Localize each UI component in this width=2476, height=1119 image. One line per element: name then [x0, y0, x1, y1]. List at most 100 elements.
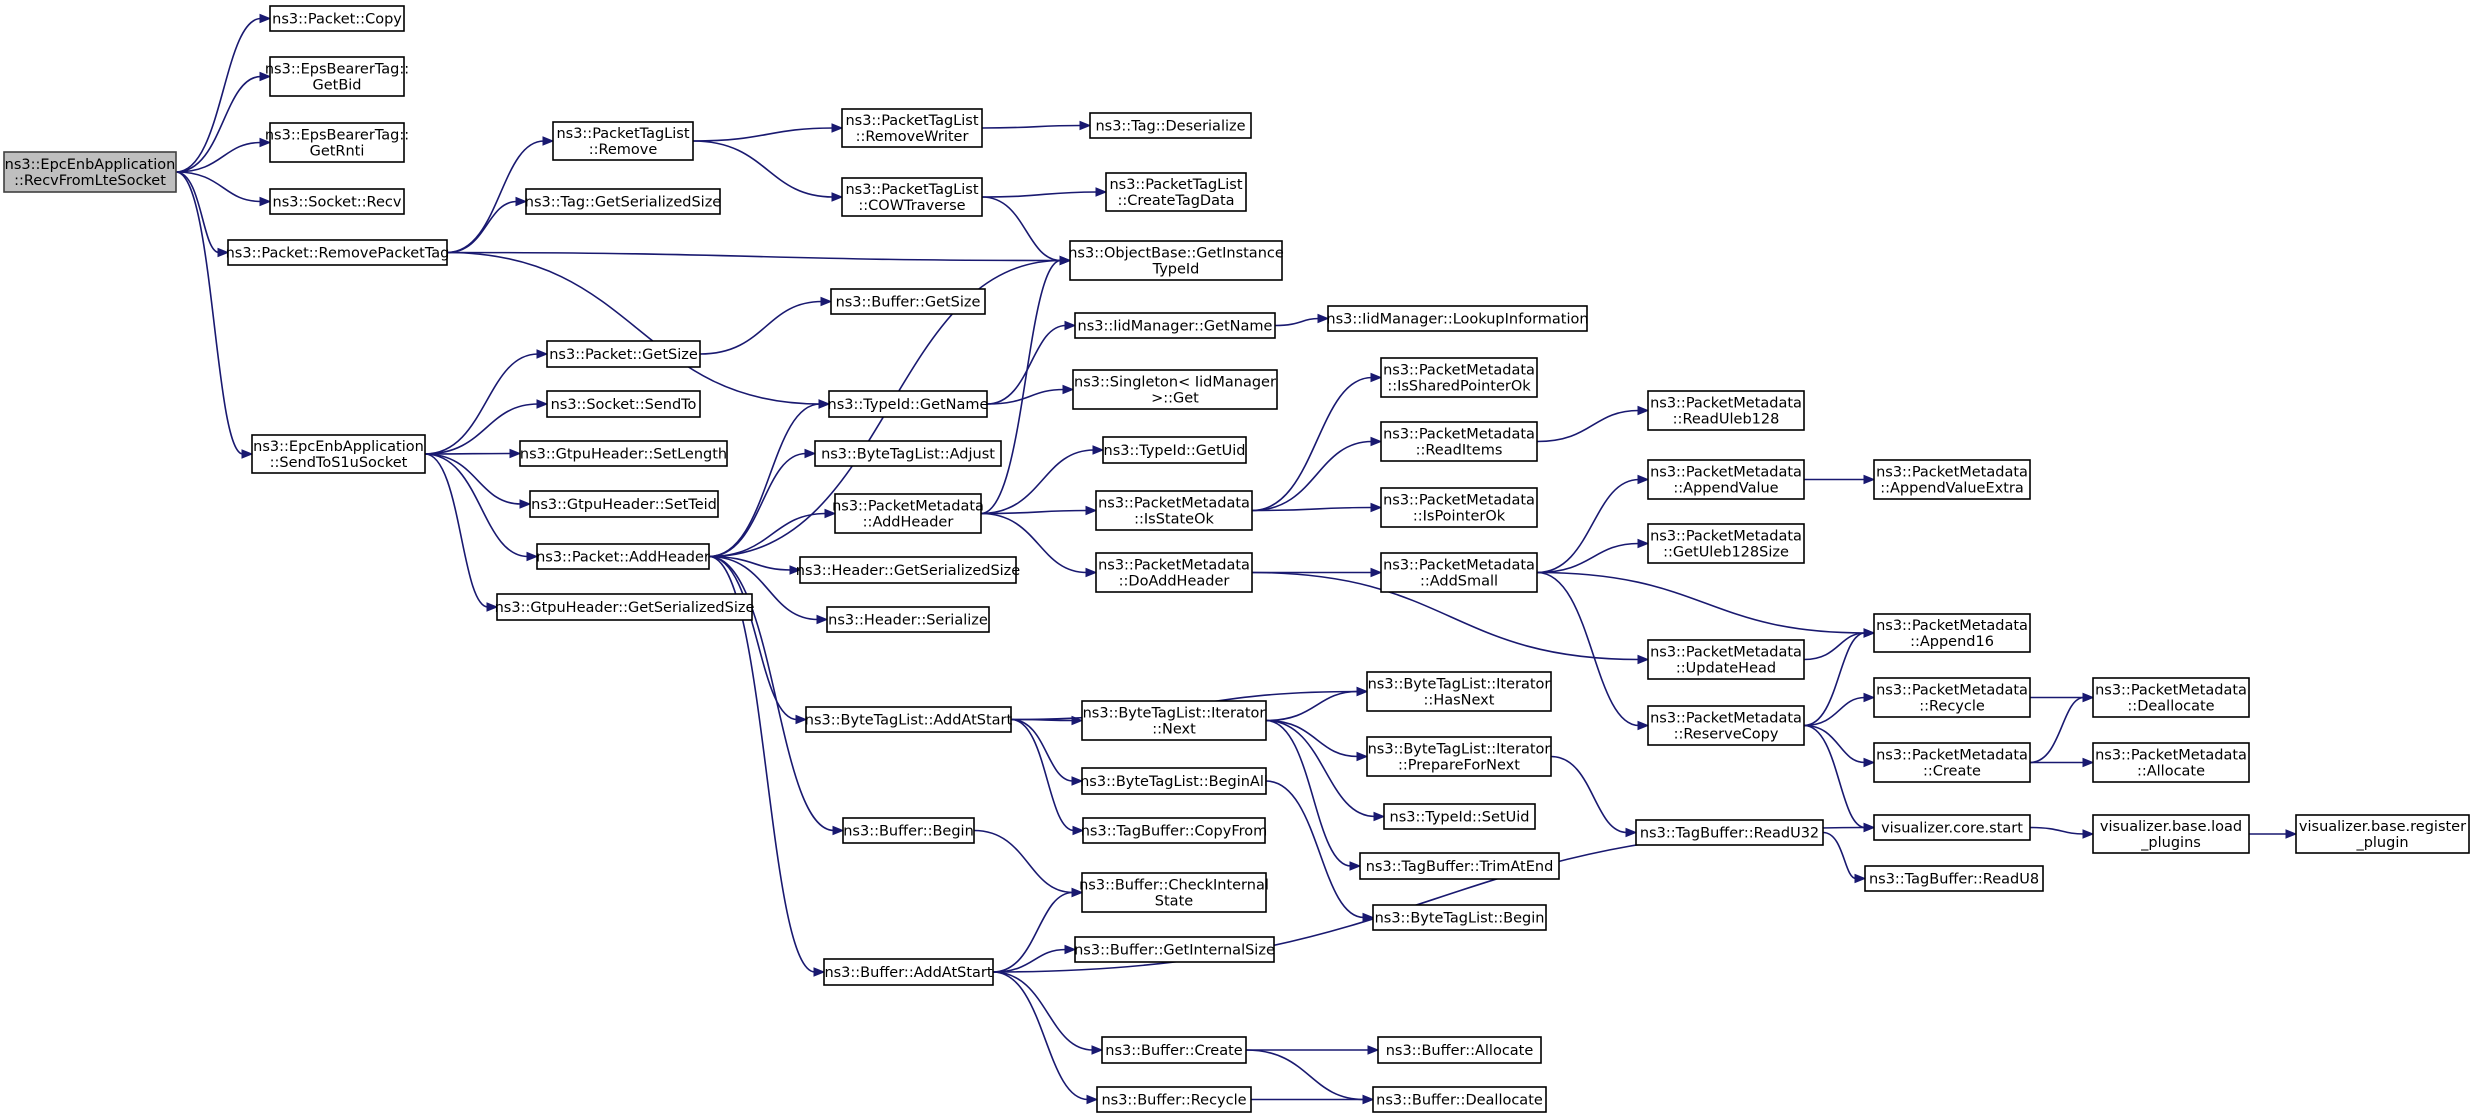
edge-itnext-to-trimend [1265, 719, 1362, 871]
node-box [529, 490, 719, 518]
node-box [1096, 1086, 1252, 1113]
edge-pmaddhdr-to-doaddhdr [980, 512, 1098, 578]
node-appval[interactable]: ns3::PacketMetadata::AppendValue [1647, 459, 1805, 500]
node-hasnext[interactable]: ns3::ByteTagList::Iterator::HasNext [1366, 671, 1552, 712]
node-vizload[interactable]: visualizer.base.load_plugins [2092, 814, 2250, 854]
node-pmaddhdr[interactable]: ns3::PacketMetadata::AddHeader [832, 493, 984, 534]
node-label: ::AddSmall [1420, 574, 1498, 590]
node-label: ns3::PacketMetadata [2095, 683, 2247, 699]
edge-cowtrav-to-createtag [981, 187, 1108, 198]
node-tagser[interactable]: ns3::Tag::GetSerializedSize [525, 188, 722, 215]
node-label: ns3::PacketMetadata [1876, 748, 2028, 764]
node-label: ns3::PacketMetadata [1383, 558, 1535, 574]
edge-line [973, 829, 1074, 894]
node-sendto[interactable]: ns3::Socket::SendTo [546, 390, 701, 418]
edge-addhdr-to-btladjust [708, 448, 817, 558]
node-box [1072, 369, 1278, 410]
node-resvcopy[interactable]: ns3::PacketMetadata::ReserveCopy [1647, 705, 1805, 746]
node-box [1864, 865, 2044, 892]
node-btladdstart[interactable]: ns3::ByteTagList::AddAtStart [805, 706, 1013, 733]
node-getintsize[interactable]: ns3::Buffer::GetInternalSize [1074, 936, 1275, 963]
edge-line [986, 388, 1065, 405]
node-btlbegin[interactable]: ns3::ByteTagList::Begin [1372, 904, 1547, 931]
node-setlen[interactable]: ns3::GtpuHeader::SetLength [519, 440, 728, 467]
edge-vizstart-to-vizload [2029, 826, 2095, 839]
edge-line [1803, 632, 1866, 661]
edge-pmaddhdr-to-getuid [980, 445, 1105, 515]
edge-addhdr-to-typename [708, 399, 831, 558]
node-hdrserialize[interactable]: ns3::Header::Serialize [826, 606, 990, 633]
node-bufcreate[interactable]: ns3::Buffer::Create [1101, 1036, 1247, 1064]
node-recycle[interactable]: ns3::PacketMetadata::Recycle [1873, 677, 2031, 718]
node-getrnti[interactable]: ns3::EpsBearerTag::GetRnti [265, 122, 409, 163]
node-typename[interactable]: ns3::TypeId::GetName [828, 390, 989, 418]
node-label: ns3::ByteTagList::Begin [1375, 911, 1545, 927]
node-bufbegin[interactable]: ns3::Buffer::Begin [842, 817, 975, 844]
node-lookup[interactable]: ns3::IidManager::LookupInformation [1326, 305, 1589, 332]
node-rmtag[interactable]: ns3::Packet::RemovePacketTag [226, 239, 450, 266]
node-box [826, 606, 990, 633]
node-label: ::SendToS1uSocket [270, 455, 408, 471]
node-hdrser[interactable]: ns3::Header::GetSerializedSize [796, 556, 1021, 584]
node-createtag[interactable]: ns3::PacketTagList::CreateTagData [1105, 172, 1247, 212]
node-sends1u[interactable]: ns3::EpcEnbApplication::SendToS1uSocket [251, 434, 426, 474]
node-getbid[interactable]: ns3::EpsBearerTag::GetBid [265, 56, 409, 97]
node-pmdealloc[interactable]: ns3::PacketMetadata::Deallocate [2092, 677, 2250, 718]
node-label: ::UpdateHead [1676, 661, 1776, 677]
node-setteid[interactable]: ns3::GtpuHeader::SetTeid [529, 490, 719, 518]
node-readu32[interactable]: ns3::TagBuffer::ReadU32 [1635, 819, 1824, 846]
node-bufaddstart[interactable]: ns3::Buffer::AddAtStart [823, 958, 994, 986]
node-readu8[interactable]: ns3::TagBuffer::ReadU8 [1864, 865, 2044, 892]
node-iidgetname[interactable]: ns3::IidManager::GetName [1074, 312, 1276, 339]
node-copyfrom[interactable]: ns3::TagBuffer::CopyFrom [1081, 817, 1268, 844]
node-prepnext[interactable]: ns3::ByteTagList::Iterator::PrepareForNe… [1366, 736, 1552, 777]
node-pktsize[interactable]: ns3::Packet::GetSize [546, 340, 701, 368]
node-vizstart[interactable]: visualizer.core.start [1873, 814, 2031, 841]
node-updhead[interactable]: ns3::PacketMetadata::UpdateHead [1647, 639, 1805, 680]
node-label: ::Remove [589, 142, 658, 158]
node-copy[interactable]: ns3::Packet::Copy [269, 5, 405, 32]
node-pmcreate[interactable]: ns3::PacketMetadata::Create [1873, 742, 2031, 783]
node-cowtrav[interactable]: ns3::PacketTagList::COWTraverse [841, 177, 983, 217]
node-setuid[interactable]: ns3::TypeId::SetUid [1383, 803, 1536, 830]
node-trimend[interactable]: ns3::TagBuffer::TrimAtEnd [1359, 852, 1560, 880]
node-isshared[interactable]: ns3::PacketMetadata::IsSharedPointerOk [1380, 357, 1538, 398]
node-app16[interactable]: ns3::PacketMetadata::Append16 [1873, 613, 2031, 653]
node-box [1380, 357, 1538, 398]
node-appvalextra[interactable]: ns3::PacketMetadata::AppendValueExtra [1873, 459, 2031, 500]
node-bufdealloc[interactable]: ns3::Buffer::Deallocate [1372, 1086, 1547, 1113]
node-label: ns3::Buffer::CheckInternal [1079, 878, 1269, 894]
node-vizreg[interactable]: visualizer.base.register_plugin [2295, 814, 2470, 854]
node-ptlremove[interactable]: ns3::PacketTagList::Remove [552, 121, 694, 161]
edge-pktsize-to-bufsize [699, 296, 833, 355]
node-gtpuser[interactable]: ns3::GtpuHeader::GetSerializedSize [495, 593, 755, 621]
node-rmwriter[interactable]: ns3::PacketTagList::RemoveWriter [841, 108, 983, 148]
edge-readu32-to-readu8 [1822, 831, 1867, 884]
node-singleton[interactable]: ns3::Singleton< IidManager>::Get [1072, 369, 1278, 410]
node-addsmall[interactable]: ns3::PacketMetadata::AddSmall [1380, 552, 1538, 593]
node-root[interactable]: ns3::EpcEnbApplication::RecvFromLteSocke… [3, 151, 177, 193]
node-bufrecycle[interactable]: ns3::Buffer::Recycle [1096, 1086, 1252, 1113]
node-isstate[interactable]: ns3::PacketMetadata::IsStateOk [1095, 490, 1253, 531]
node-getuleb[interactable]: ns3::PacketMetadata::GetUleb128Size [1647, 523, 1805, 564]
edge-addsmall-to-appval [1536, 474, 1650, 574]
node-tagdeser[interactable]: ns3::Tag::Deserialize [1089, 112, 1252, 139]
node-addhdr[interactable]: ns3::Packet::AddHeader [536, 543, 710, 570]
node-pmalloc[interactable]: ns3::PacketMetadata::Allocate [2092, 742, 2250, 783]
node-box [1101, 1036, 1247, 1064]
node-label: ::Deallocate [2127, 699, 2214, 715]
node-itnext[interactable]: ns3::ByteTagList::Iterator::Next [1081, 700, 1267, 741]
node-sockrecv[interactable]: ns3::Socket::Recv [269, 188, 405, 215]
node-isptr[interactable]: ns3::PacketMetadata::IsPointerOk [1380, 487, 1538, 528]
node-getuid[interactable]: ns3::TypeId::GetUid [1102, 436, 1247, 464]
node-doaddhdr[interactable]: ns3::PacketMetadata::DoAddHeader [1095, 552, 1253, 593]
node-readuleb[interactable]: ns3::PacketMetadata::ReadUleb128 [1647, 390, 1805, 431]
node-btladjust[interactable]: ns3::ByteTagList::Adjust [814, 440, 1002, 467]
node-beginall[interactable]: ns3::ByteTagList::BeginAll [1080, 767, 1268, 795]
node-bufalloc[interactable]: ns3::Buffer::Allocate [1377, 1036, 1542, 1064]
node-readitems[interactable]: ns3::PacketMetadata::ReadItems [1380, 421, 1538, 462]
node-bufsize[interactable]: ns3::Buffer::GetSize [830, 288, 986, 315]
node-label: ns3::PacketTagList [556, 126, 689, 142]
